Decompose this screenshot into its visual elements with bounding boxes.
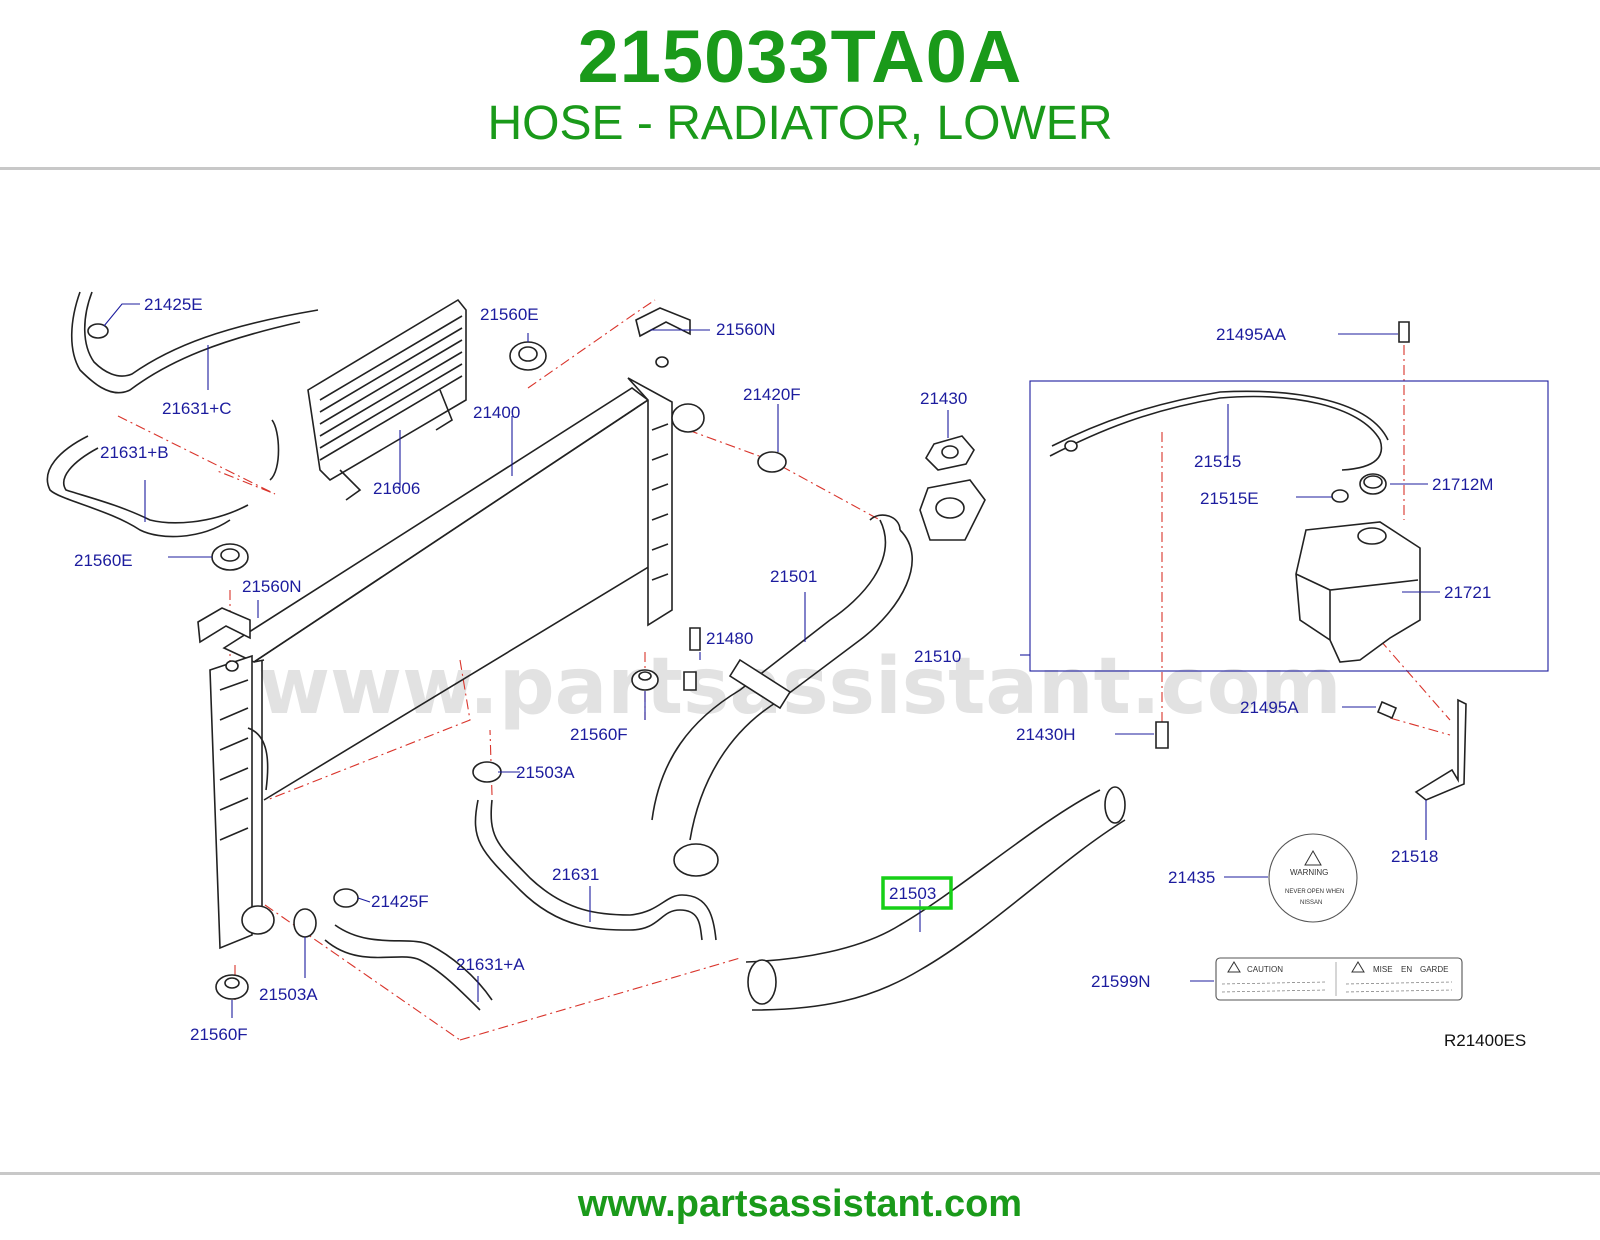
label-21515E[interactable]: 21515E — [1200, 489, 1259, 508]
reference-code: R21400ES — [1444, 1031, 1526, 1050]
warning-cap-title: WARNING — [1290, 868, 1328, 877]
label-21631[interactable]: 21631 — [552, 865, 599, 884]
highlight-box — [881, 876, 953, 910]
grommet-21560F-a[interactable] — [631, 669, 659, 691]
label-21503A-a[interactable]: 21503A — [516, 763, 575, 782]
radiator[interactable] — [209, 356, 705, 950]
hose-21631-b[interactable] — [46, 435, 249, 538]
parts-diagram: www.partsassistant.com — [0, 171, 1600, 1174]
label-21495A[interactable]: 21495A — [1240, 698, 1299, 717]
page-header: 215033TA0A HOSE - RADIATOR, LOWER — [0, 0, 1600, 168]
label-21631-c[interactable]: 21631+C — [162, 399, 231, 418]
label-21503A-b[interactable]: 21503A — [259, 985, 318, 1004]
label-21430H[interactable]: 21430H — [1016, 725, 1076, 744]
label-21631-a[interactable]: 21631+A — [456, 955, 525, 974]
clamp-21425E[interactable] — [87, 323, 109, 339]
hose-upper-21501[interactable] — [651, 479, 986, 877]
label-21560F-a[interactable]: 21560F — [570, 725, 628, 744]
label-21515[interactable]: 21515 — [1194, 452, 1241, 471]
label-21560N-b[interactable]: 21560N — [242, 577, 302, 596]
clamp-21420F[interactable] — [757, 451, 787, 473]
label-21560E-a[interactable]: 21560E — [480, 305, 539, 324]
label-21599N[interactable]: 21599N — [1091, 972, 1151, 991]
label-21518[interactable]: 21518 — [1391, 847, 1438, 866]
hose-21631-a[interactable] — [324, 924, 493, 1011]
clamp-21503A-b[interactable] — [293, 908, 317, 938]
hose-21515[interactable] — [1049, 390, 1389, 471]
warning-cap-when: WHEN — [1326, 889, 1344, 895]
label-21430[interactable]: 21430 — [920, 389, 967, 408]
label-21503-highlighted[interactable]: 21503 — [889, 884, 936, 903]
label-21400[interactable]: 21400 — [473, 403, 520, 422]
label-21721[interactable]: 21721 — [1444, 583, 1491, 602]
label-21631-b[interactable]: 21631+B — [100, 443, 169, 462]
oil-cooler[interactable] — [269, 298, 467, 501]
grommet-21560F-b[interactable] — [215, 974, 249, 1000]
clamp-21515E[interactable] — [1331, 489, 1349, 503]
label-21420F[interactable]: 21420F — [743, 385, 801, 404]
label-21435[interactable]: 21435 — [1168, 868, 1215, 887]
cap-21430[interactable] — [925, 435, 975, 471]
label-21425E[interactable]: 21425E — [144, 295, 203, 314]
bolt-21495AA[interactable] — [1398, 321, 1410, 343]
hose-21631-c[interactable] — [70, 291, 319, 394]
label-21712M[interactable]: 21712M — [1432, 475, 1493, 494]
hose-21631[interactable] — [474, 799, 717, 941]
label-21501[interactable]: 21501 — [770, 567, 817, 586]
footer-divider — [0, 1172, 1600, 1175]
clamp-21425F[interactable] — [333, 888, 359, 908]
label-21480[interactable]: 21480 — [706, 629, 753, 648]
warning-cap-brand: NISSAN — [1300, 900, 1322, 906]
warning-cap-21435[interactable]: WARNING NEVER OPEN WHEN NISSAN — [1268, 833, 1358, 923]
bracket-21518[interactable] — [1414, 698, 1467, 801]
header-divider — [0, 167, 1600, 170]
label-21560E-b[interactable]: 21560E — [74, 551, 133, 570]
label-21425F[interactable]: 21425F — [371, 892, 429, 911]
label-21606[interactable]: 21606 — [373, 479, 420, 498]
grommet-21560E-b[interactable] — [211, 543, 249, 571]
cap-21712M[interactable] — [1359, 473, 1387, 495]
label-21495AA[interactable]: 21495AA — [1216, 325, 1287, 344]
watermark-text: www.partsassistant.com — [258, 642, 1342, 732]
footer-url[interactable]: www.partsassistant.com — [577, 1183, 1023, 1225]
caution-label-21599N[interactable]: CAUTION MISE EN GARDE — [1215, 957, 1463, 1001]
warning-cap-never: NEVER — [1285, 889, 1306, 895]
part-name: HOSE - RADIATOR, LOWER — [487, 97, 1113, 150]
leader-lines — [103, 303, 1440, 1018]
label-21560F-b[interactable]: 21560F — [190, 1025, 248, 1044]
label-21510[interactable]: 21510 — [914, 647, 961, 666]
part-number: 215033TA0A — [577, 15, 1023, 98]
grommet-21560E-a[interactable] — [509, 341, 547, 371]
bracket-21560N-a[interactable] — [635, 307, 691, 338]
label-21560N-a[interactable]: 21560N — [716, 320, 776, 339]
en-text: EN — [1401, 965, 1412, 974]
reservoir-tank-21721[interactable] — [1295, 521, 1421, 663]
reservoir-assembly-box — [1029, 380, 1549, 672]
bolt-21430H[interactable] — [1155, 721, 1169, 749]
bracket-21560N-b[interactable] — [197, 607, 251, 644]
clamp-21503A-a[interactable] — [472, 761, 502, 783]
garde-text: GARDE — [1420, 965, 1448, 974]
warning-cap-open: OPEN — [1307, 889, 1324, 895]
bolt-21495A[interactable] — [1376, 700, 1398, 720]
plug-21480[interactable] — [683, 671, 697, 691]
hose-lower-21503[interactable] — [745, 786, 1126, 1011]
mise-text: MISE — [1373, 965, 1393, 974]
caution-text: CAUTION — [1247, 965, 1283, 974]
